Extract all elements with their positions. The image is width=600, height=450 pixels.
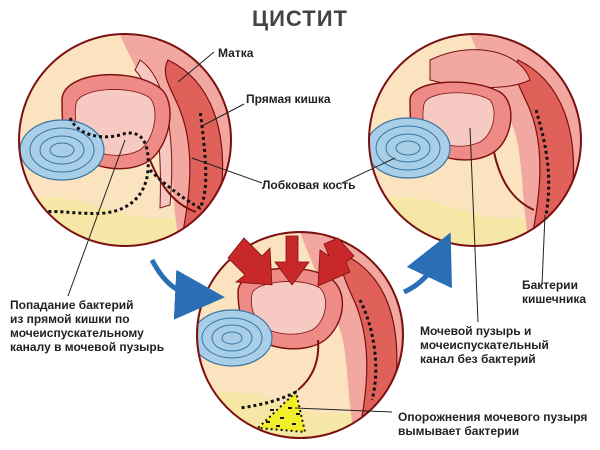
label-emptying: Опорожнения мочевого пузыря вымывает бак… xyxy=(398,410,587,438)
label-bacteria-entry: Попадание бактерий из прямой кишки по мо… xyxy=(10,298,190,354)
clean-line-2: мочеиспускательный xyxy=(420,338,549,352)
pubic-bone xyxy=(19,119,105,181)
right-cross-section xyxy=(368,33,582,247)
bacteria-entry-line-1: Попадание бактерий xyxy=(10,298,134,312)
label-clean-bladder: Мочевой пузырь и мочеиспускательный кана… xyxy=(420,324,549,366)
bacteria-entry-line-2: из прямой кишки по xyxy=(10,312,130,326)
flow-arrow-left xyxy=(149,258,225,320)
label-gut-bacteria: Бактерии кишечника xyxy=(522,278,586,306)
gut-bacteria-line-1: Бактерии xyxy=(522,278,578,292)
label-rectum: Прямая кишка xyxy=(246,92,331,106)
bacteria-entry-line-4: каналу в мочевой пузырь xyxy=(10,340,165,354)
bacteria-entry-line-3: мочеиспускательному xyxy=(10,326,144,340)
clean-line-1: Мочевой пузырь и xyxy=(420,324,532,338)
page-title: ЦИСТИТ xyxy=(252,6,348,31)
clean-line-3: канал без бактерий xyxy=(420,352,536,366)
pubic-bone-right xyxy=(369,117,451,179)
emptying-line-2: вымывает бактерии xyxy=(398,424,520,438)
flow-arrow-right xyxy=(402,232,452,295)
bacteria-path-left xyxy=(44,109,208,215)
pressure-arrows xyxy=(227,235,355,287)
gut-bacteria-path xyxy=(534,109,551,216)
label-pubic-bone: Лобковая кость xyxy=(262,178,356,192)
gut-bacteria-line-2: кишечника xyxy=(522,292,587,306)
middle-cross-section xyxy=(196,231,404,439)
leader-lines xyxy=(67,51,546,413)
label-uterus: Матка xyxy=(218,46,254,60)
pubic-bone-middle xyxy=(197,309,273,367)
emptying-line-1: Опорожнения мочевого пузыря xyxy=(398,410,588,424)
